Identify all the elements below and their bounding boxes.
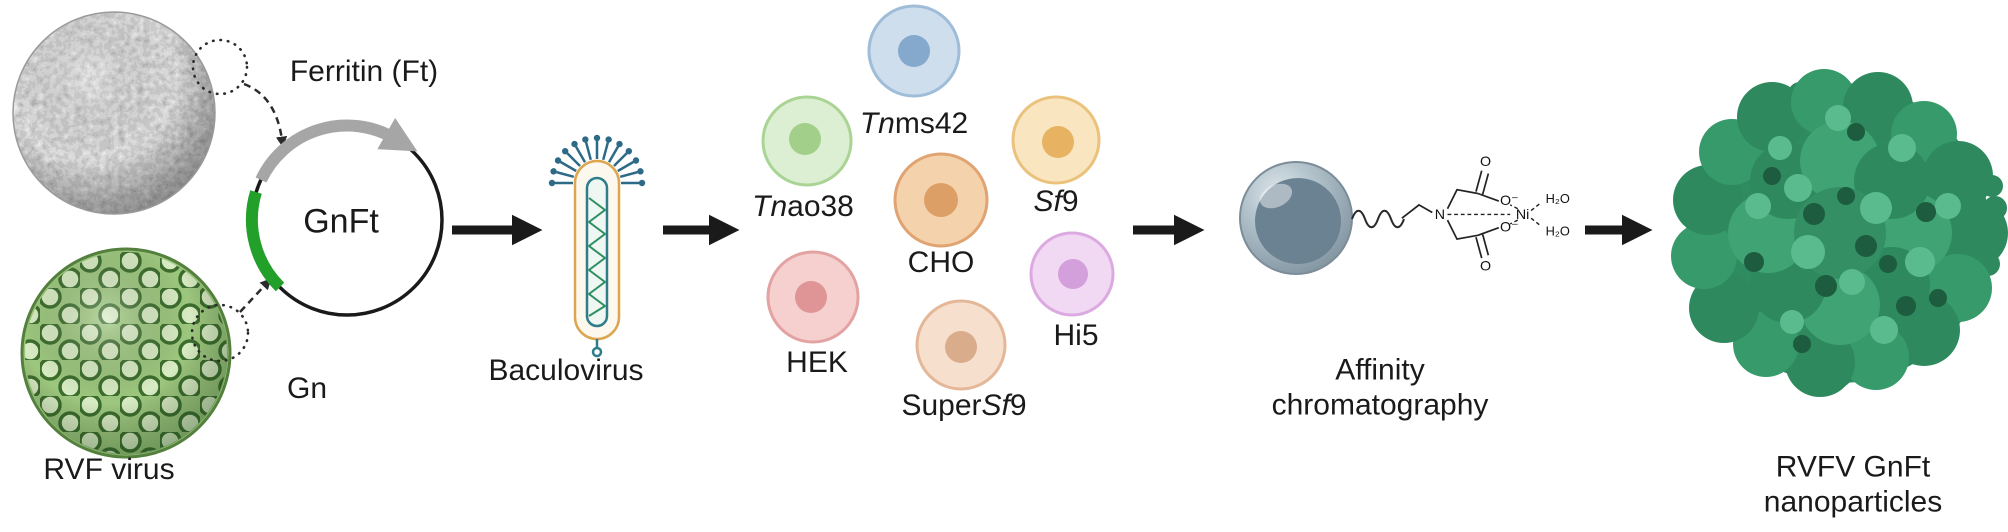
cell-supersf9 xyxy=(915,299,1007,391)
chem-o-bottom-label: O xyxy=(1480,258,1491,274)
gn-label: Gn xyxy=(286,371,328,405)
cell-label-part: 9 xyxy=(1009,388,1027,422)
affinity-label-line1: Affinity xyxy=(1335,353,1425,387)
baculovirus-label: Baculovirus xyxy=(488,353,644,387)
chem-n-label: N xyxy=(1435,207,1445,223)
rvf-virus-particle xyxy=(20,247,232,459)
affinity-chromatography-label: Affinity chromatography xyxy=(1200,354,1560,423)
ferritin-selection-circle xyxy=(191,38,249,96)
linker-squiggle xyxy=(1351,209,1405,229)
gn-selection-circle xyxy=(190,303,250,363)
baculovirus-diagram xyxy=(547,133,647,358)
cell-label-part: Tn xyxy=(752,189,788,223)
chem-o-top-minus-label: O⁻ xyxy=(1500,193,1519,209)
nanoparticle-graphic xyxy=(1671,69,2008,397)
chem-ni-label: Ni xyxy=(1516,207,1529,223)
product-label-line1: RVFV GnFt xyxy=(1775,450,1931,484)
chem-h2o-lower-label: H₂O xyxy=(1546,223,1570,238)
ferritin-label: Ferritin (Ft) xyxy=(289,54,439,88)
plasmid-insert-green-arc xyxy=(245,190,285,292)
rvf-virus-label: RVF virus xyxy=(43,452,175,486)
cell-label-part: Super xyxy=(901,388,982,422)
nta-chemical-structure: N O O⁻ O O⁻ Ni H₂O H₂O xyxy=(1401,154,1570,274)
cell-tnms42 xyxy=(867,4,961,98)
dashed-arrow-ferritin-to-plasmid xyxy=(243,82,288,148)
cell-label-part: Hi5 xyxy=(1053,318,1099,352)
cell-label-hi5: Hi5 xyxy=(1053,319,1098,354)
dashed-arrow-gn-to-plasmid xyxy=(239,278,272,313)
cell-label-part: ms42 xyxy=(894,106,969,140)
chem-o-bottom-minus-label: O⁻ xyxy=(1500,220,1519,236)
plasmid-backbone-gray-arc xyxy=(255,117,418,183)
affinity-bead xyxy=(1239,161,1353,275)
cell-label-tnms42: Tnms42 xyxy=(860,107,968,142)
chem-o-top-label: O xyxy=(1480,154,1491,170)
cell-label-supersf9: SuperSf9 xyxy=(901,389,1026,424)
cell-hi5 xyxy=(1029,231,1115,317)
cell-label-part: ao38 xyxy=(787,189,854,223)
cell-label-cho: CHO xyxy=(908,246,975,281)
cell-label-tnao38: Tnao38 xyxy=(752,190,854,225)
cell-label-part: CHO xyxy=(907,245,975,279)
cell-label-sf9: Sf9 xyxy=(1033,185,1078,220)
cell-cho xyxy=(893,152,989,248)
cell-label-part: HEK xyxy=(786,345,848,379)
plasmid-name-label: GnFt xyxy=(303,202,379,241)
plasmid-map xyxy=(245,117,444,317)
cell-tnao38 xyxy=(761,95,853,187)
cell-sf9 xyxy=(1011,95,1101,185)
affinity-label-line2: chromatography xyxy=(1271,388,1489,421)
cell-label-part: Sf xyxy=(1033,184,1062,218)
ferritin-particle xyxy=(12,11,216,215)
cell-label-part: Tn xyxy=(859,106,895,140)
cell-label-part: 9 xyxy=(1061,184,1079,218)
baculovirus-tail-knob xyxy=(591,346,603,358)
cell-label-hek: HEK xyxy=(786,346,848,381)
product-label-line2: nanoparticles xyxy=(1763,485,1943,518)
baculovirus-dna xyxy=(587,197,607,317)
chem-h2o-upper-label: H₂O xyxy=(1546,191,1570,206)
cell-label-part: Sf xyxy=(981,388,1010,422)
cell-hek xyxy=(766,250,860,344)
product-label: RVFV GnFt nanoparticles xyxy=(1673,451,2008,520)
